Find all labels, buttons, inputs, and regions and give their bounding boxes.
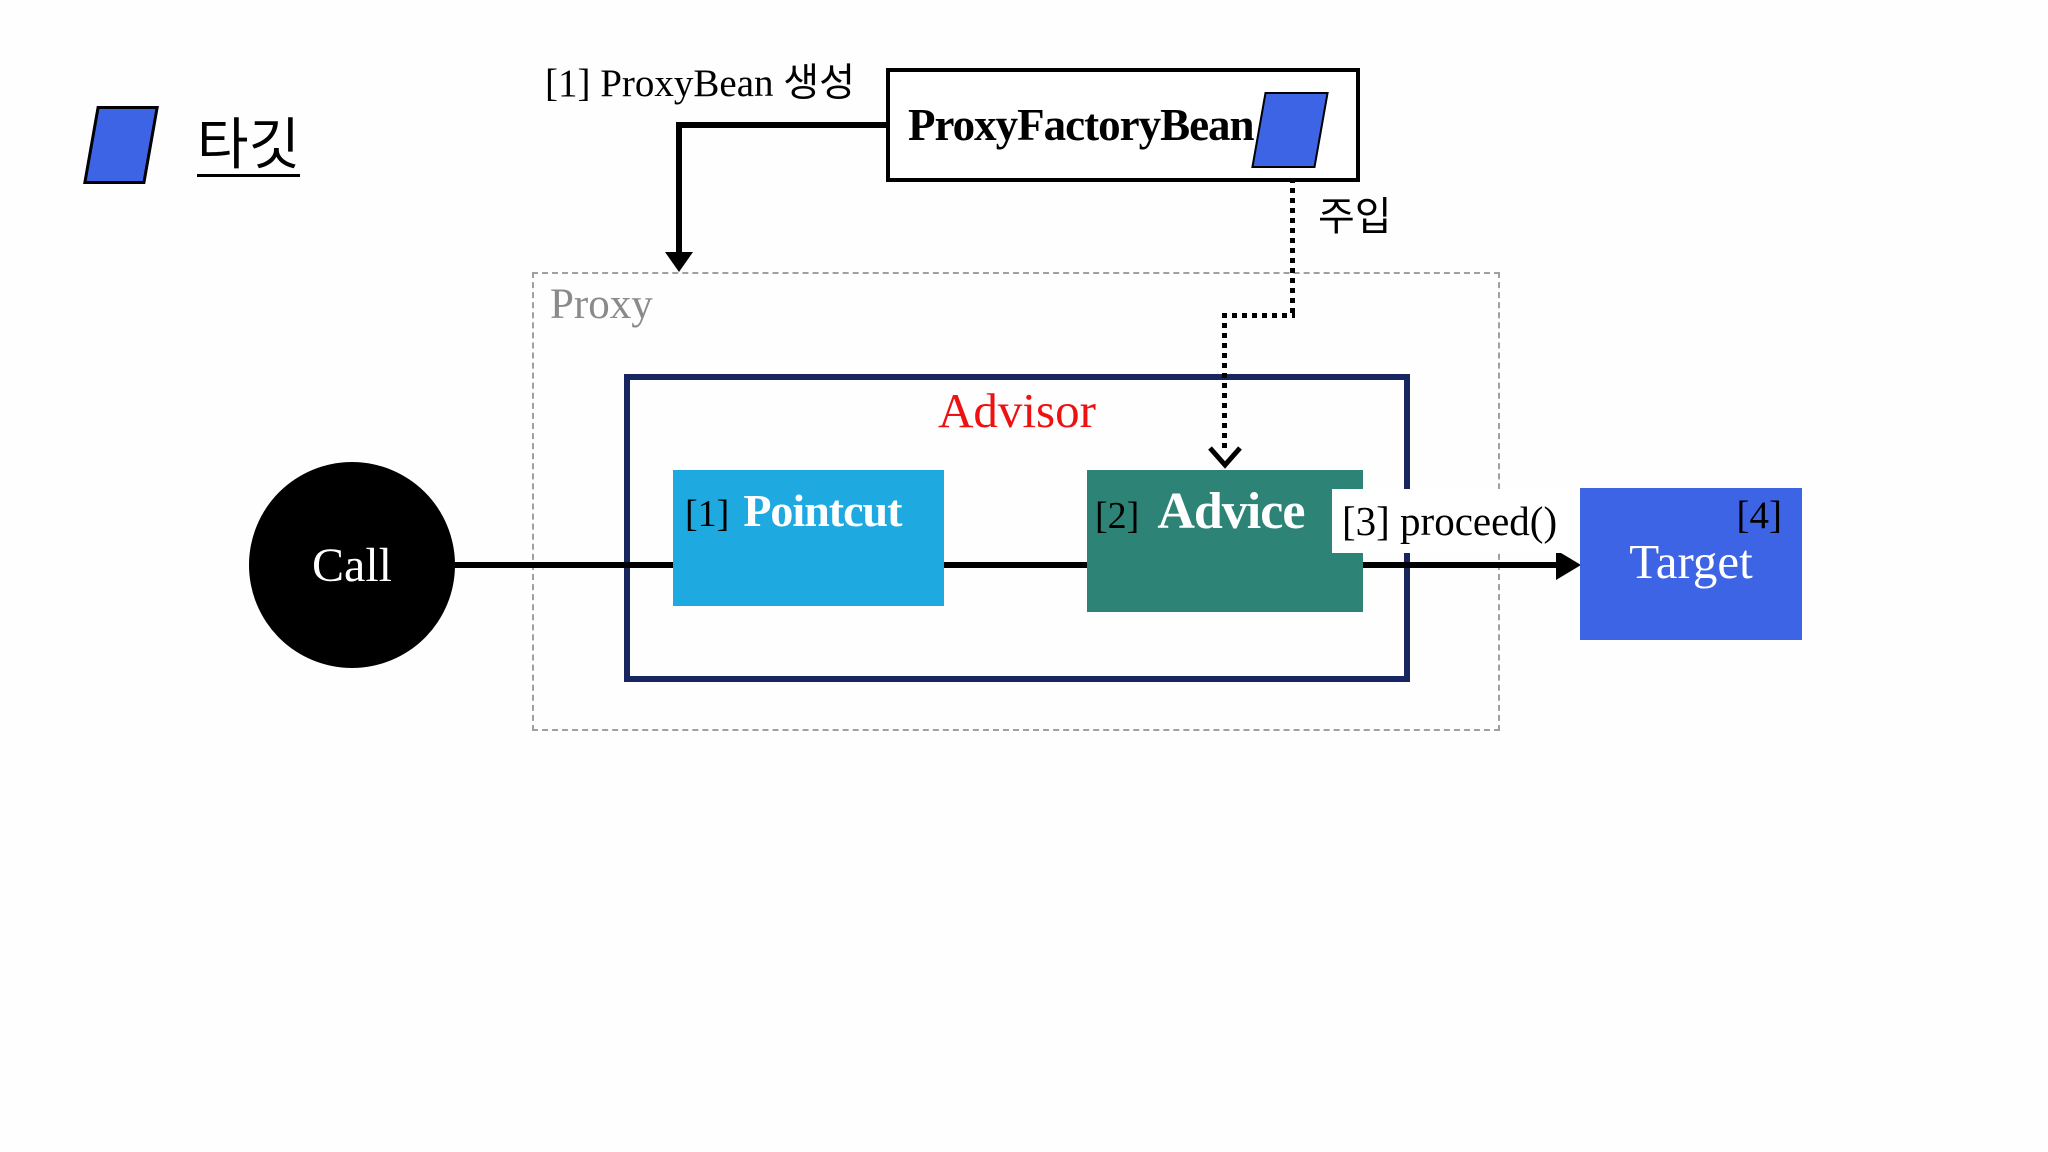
proxybean-create-label: [1] ProxyBean 생성	[545, 62, 856, 105]
inject-dotted-line-middle	[1222, 313, 1295, 318]
target-label: Target	[1629, 534, 1753, 589]
advisor-label: Advisor	[938, 383, 1096, 438]
call-flow-line	[352, 562, 1564, 568]
proxy-label: Proxy	[550, 281, 653, 328]
target-legend-label: 타깃	[197, 115, 301, 177]
advice-step-number: [2]	[1095, 495, 1140, 537]
pointcut-box: [1] Pointcut	[673, 470, 944, 606]
call-flow-arrowhead-icon	[1556, 550, 1581, 580]
create-arrowhead-icon	[665, 252, 693, 272]
proxy-factory-bean-label: ProxyFactoryBean	[908, 100, 1255, 150]
pointcut-label: Pointcut	[743, 485, 902, 536]
inject-dotted-line-upper	[1290, 168, 1295, 318]
inject-label: 주입	[1318, 194, 1392, 239]
inject-dotted-line-lower	[1222, 313, 1227, 448]
call-circle: Call	[249, 462, 455, 668]
target-box: [4] Target	[1580, 488, 1802, 640]
factory-bean-parallelogram-icon	[1251, 92, 1329, 168]
advice-box: [2] Advice	[1087, 470, 1363, 612]
target-step-number: [4]	[1736, 494, 1782, 537]
create-arrow-vertical-line	[676, 122, 682, 254]
create-arrow-horizontal-line	[676, 122, 888, 128]
pointcut-step-number: [1]	[685, 493, 730, 535]
inject-arrowhead-icon	[1208, 446, 1242, 469]
proceed-label: [3] proceed()	[1332, 489, 1568, 553]
advice-label: Advice	[1157, 483, 1305, 540]
call-label: Call	[312, 538, 392, 592]
target-legend-parallelogram-icon	[83, 106, 159, 184]
